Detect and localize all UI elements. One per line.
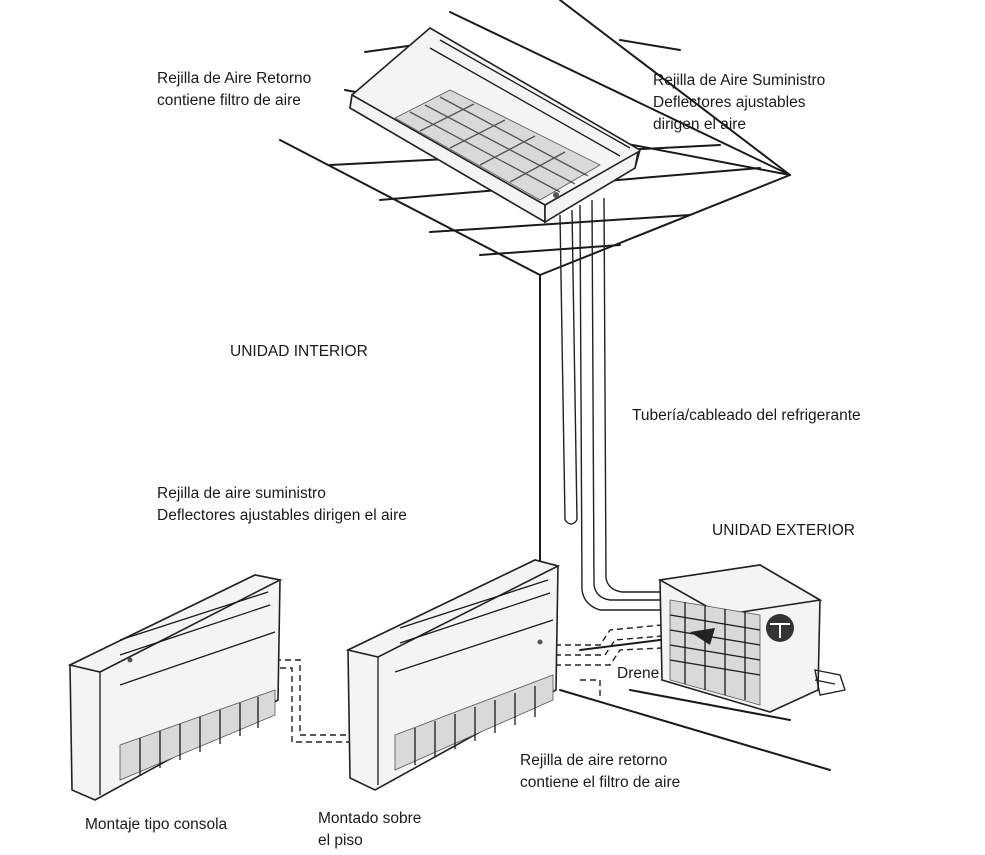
label-drain: Drene [617, 665, 660, 682]
room-walls [539, 274, 831, 771]
console-indoor-unit [67, 574, 283, 801]
label-refrigerant-piping: Tubería/cableado del refrigerante [632, 407, 861, 424]
floor-indoor-unit [345, 559, 561, 791]
label-outdoor-unit: UNIDAD EXTERIOR [712, 522, 855, 539]
refrigerant-piping [559, 197, 662, 611]
label-floor-supply-grille: Rejilla de aire suministro Deflectores a… [157, 485, 407, 524]
label-ceiling-supply-grille: Rejilla de Aire Suministro Deflectores a… [653, 72, 826, 133]
outdoor-unit [657, 564, 846, 713]
concealed-piping [275, 624, 663, 743]
ceiling-indoor-unit [349, 27, 641, 224]
label-floor-return-grille: Rejilla de aire retorno contiene el filt… [520, 752, 681, 791]
label-indoor-unit: UNIDAD INTERIOR [230, 343, 368, 360]
label-floor-mount: Montado sobre el piso [318, 810, 422, 849]
label-ceiling-return-grille: Rejilla de Aire Retorno contiene filtro … [157, 70, 312, 109]
label-console-mount: Montaje tipo consola [85, 816, 228, 833]
